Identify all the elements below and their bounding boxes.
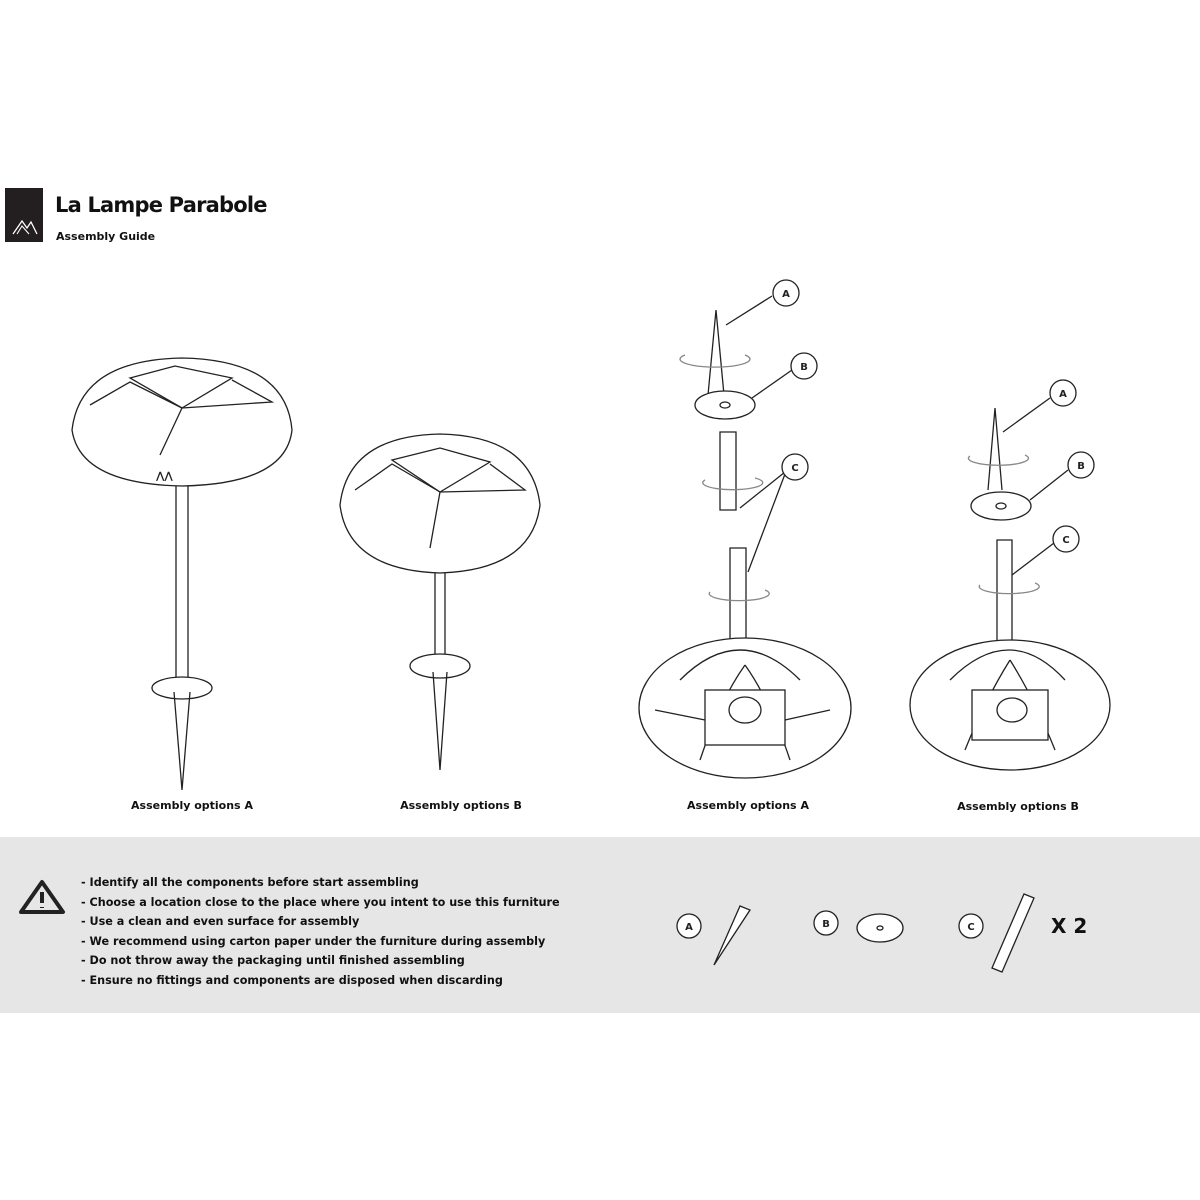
callout-c: C <box>1052 525 1080 553</box>
lamp-assembled-a: ⋀⋀ <box>71 357 293 791</box>
svg-text:A: A <box>1059 389 1067 400</box>
part-c-quantity: X 2 <box>1051 914 1088 938</box>
callout-a: A <box>1049 379 1077 407</box>
svg-text:C: C <box>1062 535 1069 546</box>
callout-b: B <box>790 352 818 380</box>
callout-c: C <box>781 453 809 481</box>
note-item: - Choose a location close to the place w… <box>81 895 560 909</box>
svg-text:A: A <box>782 289 790 300</box>
caption-assembled-a: Assembly options A <box>131 799 253 812</box>
note-item: - Use a clean and even surface for assem… <box>81 915 360 928</box>
part-c-tube: C <box>958 893 1035 973</box>
page-subtitle: Assembly Guide <box>56 230 156 243</box>
mountain-logo-icon <box>5 188 43 242</box>
svg-text:A: A <box>685 922 693 933</box>
note-item: - We recommend using carton paper under … <box>81 934 546 948</box>
note-item: - Ensure no fittings and components are … <box>81 973 503 987</box>
svg-text:B: B <box>800 362 808 373</box>
note-item: - Identify all the components before sta… <box>81 876 419 889</box>
svg-text:B: B <box>1077 461 1085 472</box>
callout-b: B <box>1067 451 1095 479</box>
svg-text:C: C <box>967 922 974 933</box>
exploded-view-a: A B C <box>638 279 852 779</box>
caption-assembled-b: Assembly options B <box>400 799 522 812</box>
exploded-view-b: A B C <box>909 379 1111 771</box>
assembly-notes: - Identify all the components before sta… <box>81 873 560 990</box>
instructions-band <box>0 837 1200 1013</box>
page-title: La Lampe Parabole <box>55 193 268 217</box>
svg-text:⋀⋀: ⋀⋀ <box>156 471 173 482</box>
svg-text:C: C <box>791 463 798 474</box>
callout-a: A <box>772 279 800 307</box>
caption-exploded-a: Assembly options A <box>687 799 809 812</box>
warning-icon <box>19 880 65 914</box>
part-a-spike: A <box>676 905 751 966</box>
part-b-washer: B <box>813 910 904 943</box>
svg-text:B: B <box>822 919 830 930</box>
note-item: - Do not throw away the packaging until … <box>81 954 465 967</box>
caption-exploded-b: Assembly options B <box>957 800 1079 813</box>
lamp-assembled-b <box>339 433 541 771</box>
